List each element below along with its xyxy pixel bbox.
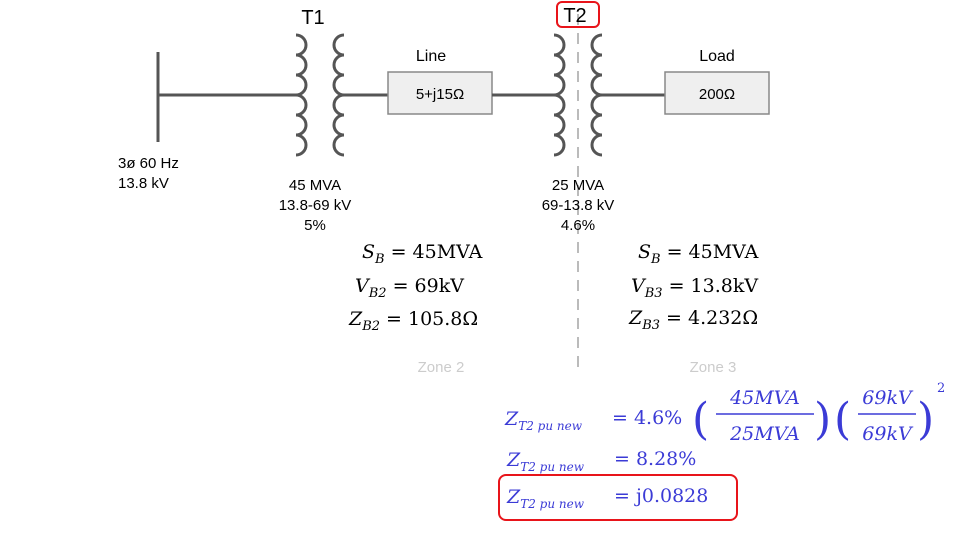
eq2-rhs: = 8.28% — [614, 448, 696, 470]
t2-label: T2 — [563, 5, 586, 27]
eq3-lhs: ZT2 pu new — [506, 486, 585, 511]
line-impedance-box — [387, 71, 493, 115]
equation-line-2: ZT2 pu new = 8.28% — [506, 448, 696, 474]
zone2-zb: ZB2= 105.8Ω — [348, 308, 478, 334]
t1-impedance: 5% — [304, 217, 326, 234]
t1-secondary-coil — [332, 33, 345, 157]
eq1-lhs: ZT2 pu new — [504, 408, 583, 433]
eq1-frac2-num: 69kV — [862, 387, 914, 409]
zone3-sb: SB= 45MVA — [638, 241, 759, 267]
eq1-rhs: = 4.6% — [612, 407, 682, 429]
equation-line-3: ZT2 pu new = j0.0828 — [506, 485, 708, 511]
t2-secondary-coil — [590, 33, 603, 157]
zone2-vb: VB2= 69kV — [355, 275, 464, 301]
line-impedance-value: 5+j15Ω — [416, 86, 464, 103]
eq1-paren-right-2: ) — [917, 394, 934, 445]
zone3-vb: VB3= 13.8kV — [631, 275, 758, 301]
load-impedance-value: 200Ω — [699, 86, 735, 103]
eq3-rhs: = j0.0828 — [614, 485, 708, 507]
t2-primary-coil — [553, 33, 566, 157]
zone3-label: Zone 3 — [690, 359, 737, 376]
equation-line-1: ZT2 pu new = 4.6% ( 45MVA 25MVA ) ( 69kV… — [504, 381, 945, 445]
line-label: Line — [416, 48, 446, 65]
t1-label: T1 — [301, 7, 324, 29]
zone2-label: Zone 2 — [418, 359, 465, 376]
t2-impedance: 4.6% — [561, 217, 595, 234]
load-impedance-box — [664, 71, 770, 115]
source-voltage: 13.8 kV — [118, 175, 169, 192]
t1-voltage: 13.8-69 kV — [279, 197, 352, 214]
t1-rating: 45 MVA — [289, 177, 341, 194]
eq1-paren-left-2: ( — [834, 394, 851, 445]
eq1-frac1-num: 45MVA — [729, 387, 800, 409]
t1-primary-coil — [295, 33, 308, 157]
t2-label-highlight — [556, 1, 600, 28]
zone3-zb: ZB3= 4.232Ω — [628, 307, 758, 333]
zone2-sb: SB= 45MVA — [362, 241, 483, 267]
eq1-frac1-den: 25MVA — [729, 423, 800, 445]
eq1-frac2-den: 69kV — [862, 423, 914, 445]
source-frequency: 3ø 60 Hz — [118, 155, 179, 172]
t1-transformer — [295, 33, 345, 157]
eq1-paren-left-1: ( — [692, 394, 709, 445]
load-label: Load — [699, 48, 735, 65]
t2-voltage: 69-13.8 kV — [542, 197, 615, 214]
t2-rating: 25 MVA — [552, 177, 604, 194]
eq1-paren-right-1: ) — [814, 394, 831, 445]
eq2-lhs: ZT2 pu new — [506, 449, 585, 474]
result-highlight-box — [498, 474, 738, 521]
eq1-exponent: 2 — [937, 381, 945, 396]
